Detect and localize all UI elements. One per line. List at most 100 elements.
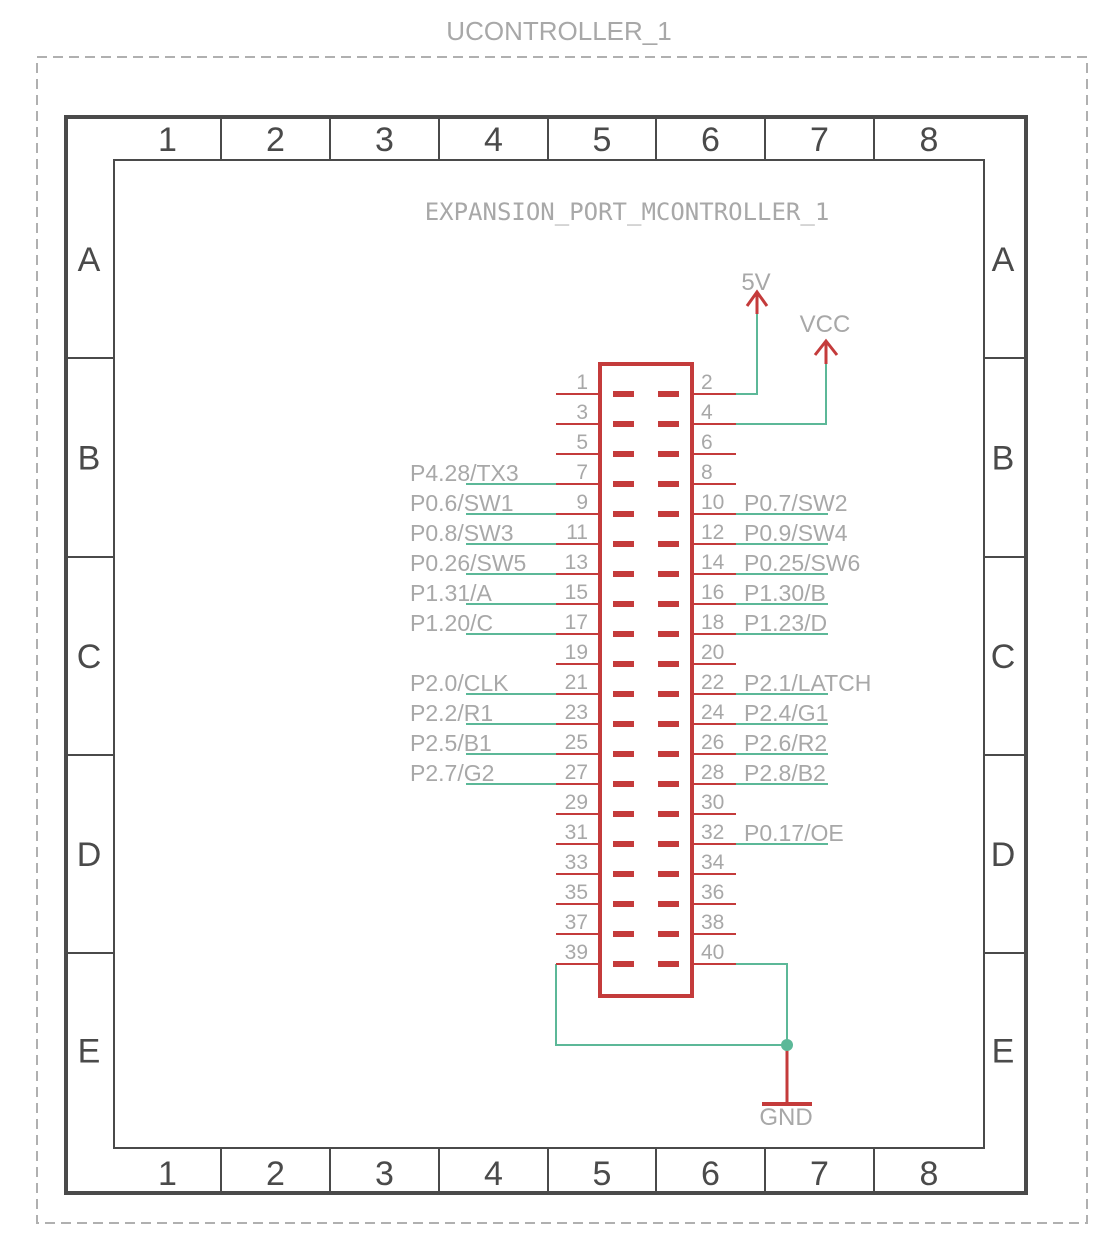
net-label: P1.20/C bbox=[410, 610, 493, 636]
pin-number: 2 bbox=[701, 371, 713, 394]
net-labels: P4.28/TX3P0.6/SW1P0.8/SW3P0.26/SW5P1.31/… bbox=[410, 460, 871, 846]
net-label: P0.7/SW2 bbox=[744, 490, 848, 516]
frame-col-label-top: 1 bbox=[158, 121, 177, 159]
pin-number: 33 bbox=[565, 851, 588, 874]
frame-col-label-bottom: 2 bbox=[266, 1155, 285, 1193]
pin-number: 31 bbox=[565, 821, 588, 844]
frame-col-label-top: 2 bbox=[266, 121, 285, 159]
pin-number: 11 bbox=[566, 521, 588, 544]
net-label: P0.25/SW6 bbox=[744, 550, 860, 576]
net-label: P0.6/SW1 bbox=[410, 490, 514, 516]
sheet-boundary bbox=[36, 56, 1088, 1224]
supply-5v-label: 5V bbox=[741, 269, 770, 296]
net-label: P0.8/SW3 bbox=[410, 520, 514, 546]
connector-pins bbox=[556, 391, 736, 967]
pin-number: 17 bbox=[565, 611, 588, 634]
pin-number: 8 bbox=[701, 461, 713, 484]
net-label: P1.30/B bbox=[744, 580, 826, 606]
pin-number: 15 bbox=[565, 581, 588, 604]
pin-number: 20 bbox=[701, 641, 724, 664]
supply-vcc: VCC bbox=[800, 311, 850, 364]
frame-row-label-left: A bbox=[78, 241, 101, 279]
pin-number: 4 bbox=[701, 401, 713, 424]
frame-row-label-left: E bbox=[78, 1033, 101, 1071]
pin-number: 25 bbox=[565, 731, 588, 754]
frame-row-label-left: C bbox=[77, 638, 102, 676]
pin-number: 13 bbox=[565, 551, 588, 574]
frame-col-label-top: 5 bbox=[593, 121, 612, 159]
pin-number: 12 bbox=[701, 521, 724, 544]
net-label: P2.8/B2 bbox=[744, 760, 826, 786]
frame-col-label-top: 8 bbox=[920, 121, 939, 159]
net-gnd-wire bbox=[555, 964, 787, 1046]
net-label: P1.31/A bbox=[410, 580, 492, 606]
pin-number: 37 bbox=[565, 911, 588, 934]
pin-number: 34 bbox=[701, 851, 725, 874]
pin-number: 1 bbox=[576, 371, 588, 394]
frame-row-label-right: A bbox=[992, 241, 1015, 279]
net-label: P2.2/R1 bbox=[410, 700, 493, 726]
pin-number: 19 bbox=[565, 641, 588, 664]
pin-number: 16 bbox=[701, 581, 724, 604]
pin-number: 24 bbox=[701, 701, 725, 724]
pin-number: 32 bbox=[701, 821, 724, 844]
net-label: P0.9/SW4 bbox=[744, 520, 848, 546]
pin-number: 27 bbox=[565, 761, 588, 784]
pin-number: 38 bbox=[701, 911, 724, 934]
net-label: P0.26/SW5 bbox=[410, 550, 526, 576]
net-label: P2.5/B1 bbox=[410, 730, 492, 756]
pin-number: 28 bbox=[701, 761, 724, 784]
pin-number: 36 bbox=[701, 881, 724, 904]
frame-col-label-bottom: 4 bbox=[484, 1155, 503, 1193]
connector-body bbox=[598, 362, 694, 998]
frame-row-label-right: C bbox=[991, 638, 1016, 676]
frame-row-label-right: D bbox=[991, 836, 1016, 874]
junction-dot bbox=[781, 1039, 793, 1051]
frame-col-label-bottom: 6 bbox=[701, 1155, 720, 1193]
frame-col-label-bottom: 8 bbox=[920, 1155, 939, 1193]
frame-col-label-top: 3 bbox=[375, 121, 394, 159]
pin-number: 21 bbox=[565, 671, 588, 694]
sheet-name: UCONTROLLER_1 bbox=[446, 16, 671, 46]
net-label: P2.6/R2 bbox=[744, 730, 827, 756]
net-label: P2.0/CLK bbox=[410, 670, 509, 696]
part-name: EXPANSION_PORT_MCONTROLLER_1 bbox=[425, 198, 830, 226]
frame-dividers bbox=[66, 117, 1026, 1193]
frame-row-label-right: E bbox=[992, 1033, 1015, 1071]
net-vcc-wire bbox=[736, 355, 827, 425]
frame-row-label-left: D bbox=[77, 836, 102, 874]
frame-col-label-bottom: 1 bbox=[158, 1155, 177, 1193]
net-label: P2.7/G2 bbox=[410, 760, 494, 786]
frame-row-label-right: B bbox=[992, 440, 1015, 478]
pin-number: 26 bbox=[701, 731, 724, 754]
pin-number: 10 bbox=[701, 491, 724, 514]
pin-number: 22 bbox=[701, 671, 724, 694]
pin-numbers: 1357911131517192123252729313335373924681… bbox=[565, 371, 725, 964]
frame-col-label-top: 4 bbox=[484, 121, 503, 159]
net-gnd-wire bbox=[736, 963, 788, 1045]
pin-number: 6 bbox=[701, 431, 713, 454]
net-5v-wire bbox=[736, 306, 758, 395]
net-label: P2.1/LATCH bbox=[744, 670, 871, 696]
pin-number: 3 bbox=[576, 401, 588, 424]
frame-col-label-bottom: 7 bbox=[810, 1155, 829, 1193]
pin-number: 39 bbox=[565, 941, 588, 964]
frame-col-label-top: 7 bbox=[810, 121, 829, 159]
pin-number: 23 bbox=[565, 701, 588, 724]
frame-row-label-left: B bbox=[78, 440, 101, 478]
pin-number: 7 bbox=[576, 461, 588, 484]
pin-number: 5 bbox=[576, 431, 588, 454]
frame-col-label-top: 6 bbox=[701, 121, 720, 159]
drawing-frame bbox=[64, 115, 1028, 1195]
net-wires bbox=[466, 306, 828, 1046]
pin-number: 14 bbox=[701, 551, 725, 574]
net-label: P2.4/G1 bbox=[744, 700, 828, 726]
supply-gnd-label: GND bbox=[759, 1104, 812, 1131]
net-label: P4.28/TX3 bbox=[410, 460, 519, 486]
frame-col-label-bottom: 5 bbox=[593, 1155, 612, 1193]
pin-number: 9 bbox=[576, 491, 588, 514]
pin-number: 30 bbox=[701, 791, 724, 814]
pin-number: 29 bbox=[565, 791, 588, 814]
